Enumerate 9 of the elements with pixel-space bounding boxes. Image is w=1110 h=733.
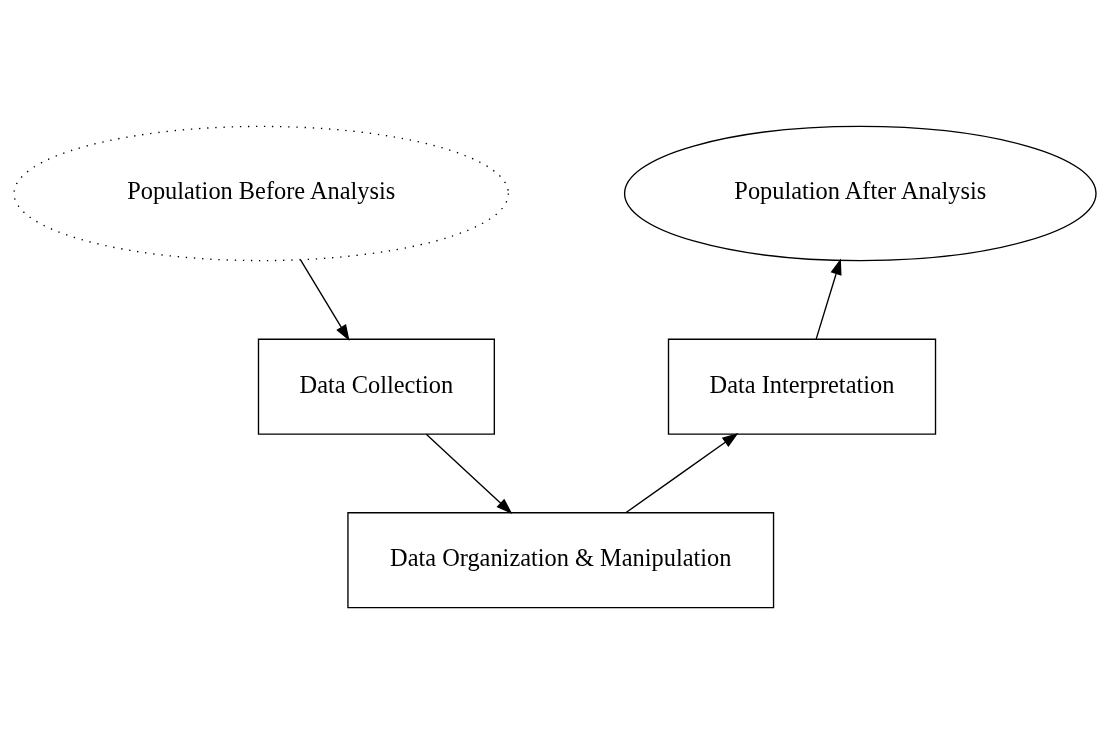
node-box: Data Collection [257,338,495,435]
node-ellipse: Population After Analysis [623,125,1097,261]
node-ellipse: Population Before Analysis [13,125,510,261]
arrow [625,432,739,513]
arrow [299,258,350,341]
node-box: Data Interpretation [667,338,937,435]
arrow [425,433,513,514]
node-box: Data Organization & Manipulation [347,511,775,608]
arrow [815,257,842,340]
